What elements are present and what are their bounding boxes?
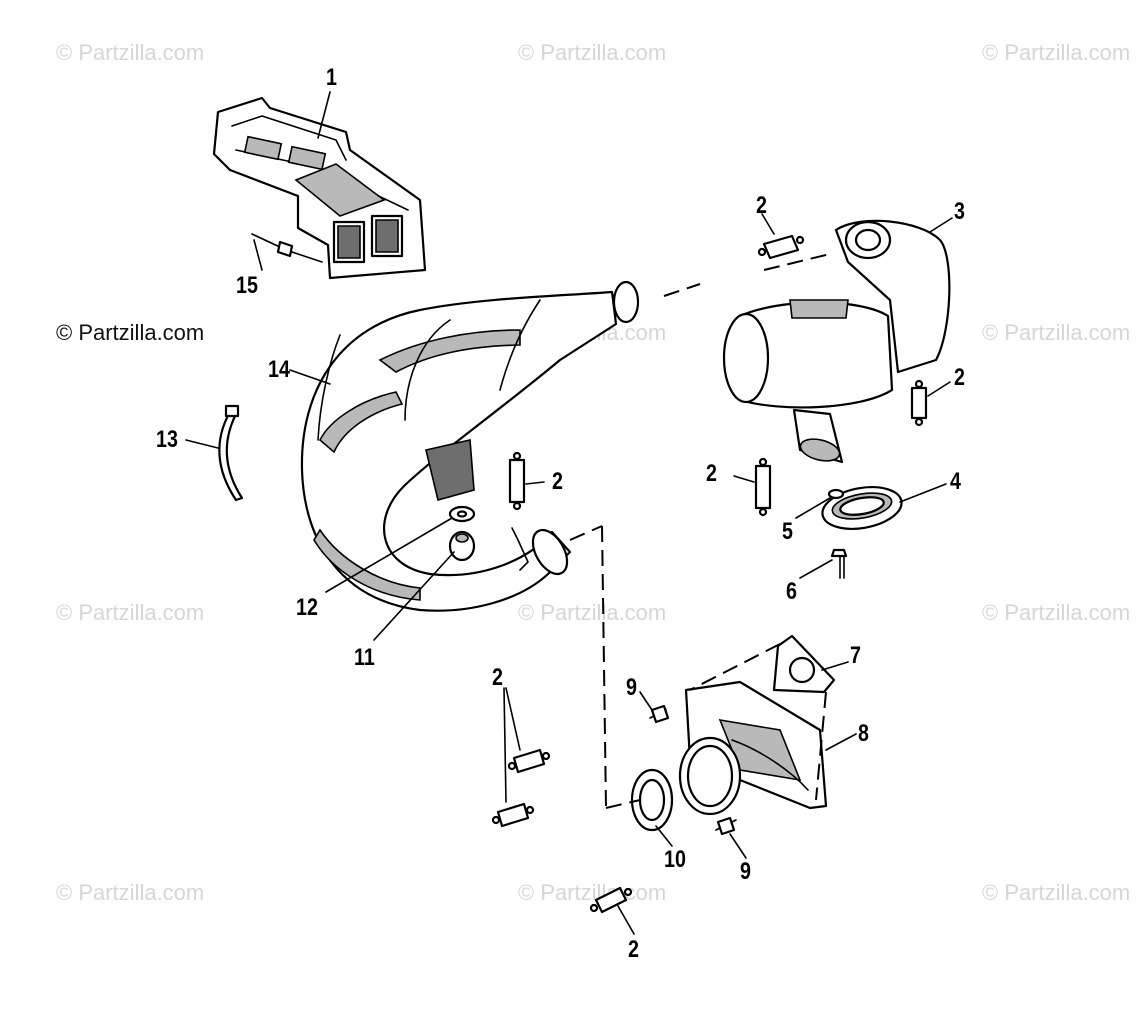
watermark: © Partzilla.com: [518, 40, 667, 65]
bolt-part: [649, 704, 670, 724]
callout-label: 2: [706, 460, 717, 487]
silencer-part: [722, 219, 951, 464]
callout-label: 9: [626, 674, 637, 701]
spring-part: [508, 451, 526, 511]
callout-label: 1: [326, 64, 337, 91]
spring-part: [910, 379, 928, 427]
callout-label: 5: [782, 518, 793, 545]
watermark: © Partzilla.com: [982, 600, 1131, 625]
callout-label: 13: [156, 426, 178, 453]
callout-label: 14: [268, 356, 290, 383]
strap-part: [218, 404, 244, 502]
spring-part: [754, 457, 772, 517]
callout-label: 2: [552, 468, 563, 495]
callout-label: 3: [954, 198, 965, 225]
grommet-part: [448, 530, 476, 562]
watermark: © Partzilla.com: [56, 40, 205, 65]
callout-label: 2: [954, 364, 965, 391]
gasket-ring-part: [821, 486, 903, 530]
callout-label: 12: [296, 594, 318, 621]
callout-label: 4: [950, 468, 961, 495]
washer-part: [448, 505, 476, 523]
spring-part: [507, 748, 551, 774]
bolt-part: [715, 816, 737, 836]
callout-label: 8: [858, 720, 869, 747]
bracket-part: [212, 96, 427, 280]
watermark: © Partzilla.com: [518, 880, 667, 905]
callout-label: 2: [756, 192, 767, 219]
callout-label: 2: [492, 664, 503, 691]
callout-label: 9: [740, 858, 751, 885]
callout-label: 11: [354, 644, 375, 671]
watermark: © Partzilla.com: [56, 880, 205, 905]
ring-part: [630, 768, 674, 832]
bolt-part: [830, 548, 848, 579]
callout-label: 10: [664, 846, 686, 873]
spring-part: [589, 886, 633, 914]
small-washer-part: [827, 488, 845, 500]
expansion-chamber-part: [300, 280, 640, 612]
callout-label: 6: [786, 578, 797, 605]
watermark: © Partzilla.com: [56, 320, 205, 345]
spring-part: [757, 234, 805, 260]
leader-lines: [185, 91, 953, 935]
callout-label: 7: [850, 642, 861, 669]
callout-label: 15: [236, 272, 258, 299]
spring-part: [491, 802, 535, 828]
watermark: © Partzilla.com: [56, 600, 205, 625]
manifold-part: [678, 680, 828, 816]
flange-gasket-part: [772, 634, 836, 694]
callout-label: 2: [628, 936, 639, 963]
watermark: © Partzilla.com: [982, 880, 1131, 905]
rivet-part: [251, 233, 323, 263]
watermark: © Partzilla.com: [982, 40, 1131, 65]
watermark: © Partzilla.com: [518, 600, 667, 625]
watermark: © Partzilla.com: [982, 320, 1131, 345]
